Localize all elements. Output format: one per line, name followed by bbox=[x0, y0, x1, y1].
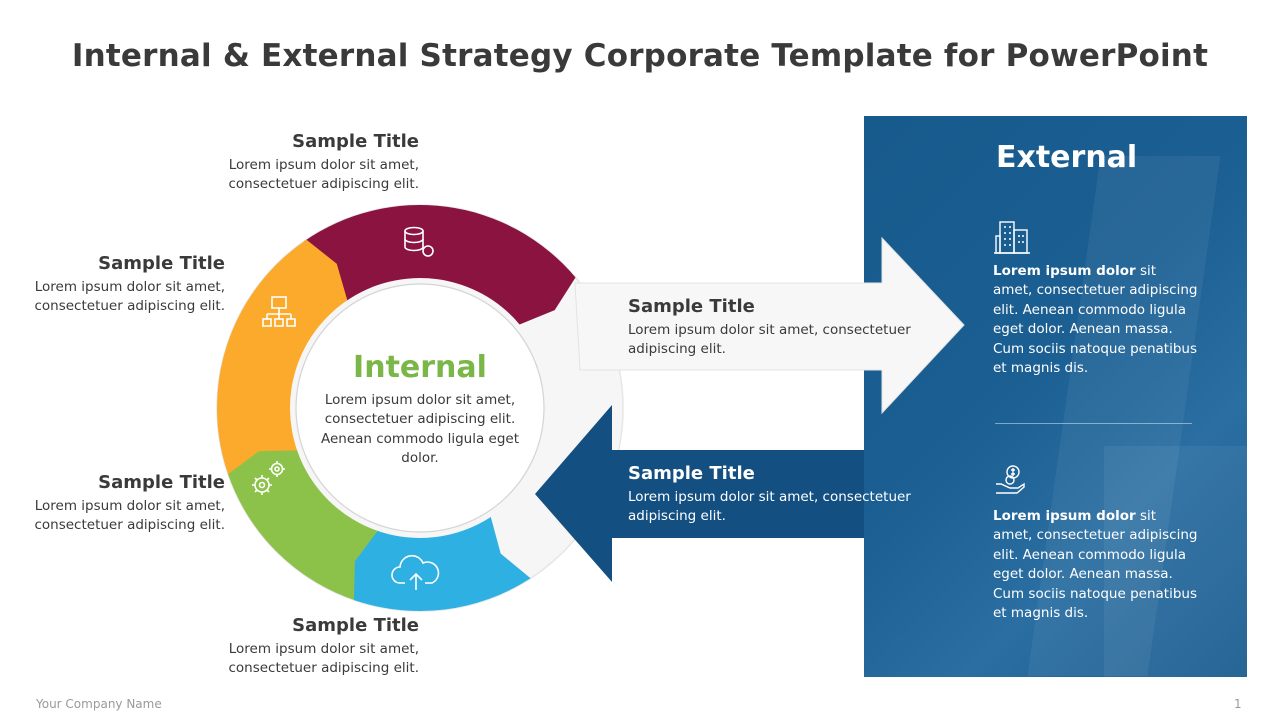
segment-orange bbox=[216, 239, 348, 478]
outgoing-arrow-title: Sample Title bbox=[628, 296, 755, 317]
outgoing-arrow-text: Lorem ipsum dolor sit amet, consectetuer… bbox=[628, 322, 911, 357]
company-name: Your Company Name bbox=[36, 697, 162, 711]
outgoing-arrow-label: Sample Title Lorem ipsum dolor sit amet,… bbox=[628, 296, 918, 359]
segment-text-line: consectetuer adipiscing elit. bbox=[34, 298, 225, 314]
segment-text-line: consectetuer adipiscing elit. bbox=[34, 517, 225, 533]
internal-text: Lorem ipsum dolor sit amet, consectetuer… bbox=[320, 392, 520, 467]
page-number: 1 bbox=[1234, 697, 1242, 711]
segment-label-bottom: Sample Title Lorem ipsum dolor sit amet,… bbox=[170, 615, 419, 678]
outgoing-arrow bbox=[574, 236, 965, 415]
external-item-2: Lorem ipsum dolor sit amet, consectetuer… bbox=[993, 507, 1198, 623]
external-panel bbox=[864, 116, 1247, 677]
page-title: Internal & External Strategy Corporate T… bbox=[71, 38, 1209, 74]
external-item-text: sit amet, consectetuer adipiscing elit. … bbox=[993, 263, 1198, 377]
external-title: External bbox=[996, 140, 1138, 175]
cloud-upload-icon bbox=[391, 554, 440, 590]
internal-title: Internal bbox=[353, 350, 487, 385]
segment-title: Sample Title bbox=[98, 253, 225, 274]
incoming-arrow-label: Sample Title Lorem ipsum dolor sit amet,… bbox=[628, 463, 918, 526]
incoming-arrow-title: Sample Title bbox=[628, 463, 755, 484]
external-item-text: sit amet, consectetuer adipiscing elit. … bbox=[993, 508, 1198, 622]
segment-text-line: consectetuer adipiscing elit. bbox=[228, 660, 419, 676]
building-shape bbox=[1104, 446, 1247, 677]
money-hand-icon bbox=[996, 465, 1025, 494]
segment-text-line: Lorem ipsum dolor sit amet, bbox=[228, 157, 419, 173]
external-item-bold: Lorem ipsum dolor bbox=[993, 263, 1136, 279]
segment-text-line: Lorem ipsum dolor sit amet, bbox=[228, 641, 419, 657]
buildings-icon bbox=[994, 221, 1030, 254]
segment-label-lower-left: Sample Title Lorem ipsum dolor sit amet,… bbox=[0, 472, 225, 535]
segment-title: Sample Title bbox=[292, 131, 419, 152]
external-item-1: Lorem ipsum dolor sit amet, consectetuer… bbox=[993, 262, 1198, 378]
incoming-arrow bbox=[535, 405, 864, 582]
external-item-bold: Lorem ipsum dolor bbox=[993, 508, 1136, 524]
segment-title: Sample Title bbox=[98, 472, 225, 493]
segment-blue bbox=[353, 517, 531, 611]
segment-text-line: Lorem ipsum dolor sit amet, bbox=[34, 279, 225, 295]
segment-text-line: consectetuer adipiscing elit. bbox=[228, 176, 419, 192]
segment-label-top: Sample Title Lorem ipsum dolor sit amet,… bbox=[170, 131, 419, 194]
segment-title: Sample Title bbox=[292, 615, 419, 636]
org-chart-icon bbox=[262, 296, 296, 327]
segment-label-upper-left: Sample Title Lorem ipsum dolor sit amet,… bbox=[0, 253, 225, 316]
segment-text-line: Lorem ipsum dolor sit amet, bbox=[34, 498, 225, 514]
database-sync-icon bbox=[404, 226, 434, 257]
center-circle bbox=[295, 283, 545, 533]
external-divider bbox=[995, 423, 1192, 424]
gears-icon bbox=[252, 461, 285, 495]
incoming-arrow-text: Lorem ipsum dolor sit amet, consectetuer… bbox=[628, 489, 911, 524]
segment-maroon bbox=[303, 205, 576, 325]
segment-green bbox=[228, 450, 380, 602]
